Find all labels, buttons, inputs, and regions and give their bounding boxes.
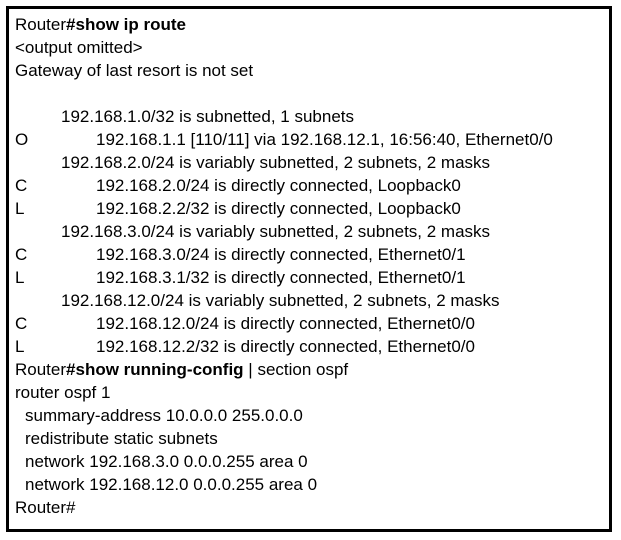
route-entry-text: 192.168.1.1 [110/11] via 192.168.12.1, 1… [96, 130, 553, 149]
command-line: Router#show ip route [15, 13, 607, 36]
command-text: #show ip route [66, 15, 186, 34]
prompt-text: Router# [15, 498, 76, 517]
console-output-panel: Router#show ip route <output omitted> Ga… [6, 6, 612, 532]
route-code: C [15, 176, 28, 195]
route-code: C [15, 245, 28, 264]
route-summary-line: 192.168.12.0/24 is variably subnetted, 2… [15, 289, 607, 312]
config-line: network 192.168.12.0 0.0.0.255 area 0 [15, 473, 607, 496]
route-entry-line: L 192.168.2.2/32 is directly connected, L… [15, 197, 607, 220]
route-code: C [15, 314, 28, 333]
route-code: L [15, 268, 25, 287]
route-entry-line: L 192.168.12.2/32 is directly connected, … [15, 335, 607, 358]
command-text: #show running-config [66, 360, 244, 379]
command-suffix-text: | section ospf [243, 360, 349, 379]
config-text: network 192.168.12.0 0.0.0.255 area 0 [25, 475, 318, 494]
output-text: <output omitted> [15, 38, 143, 57]
prompt-text: Router [15, 15, 67, 34]
route-code: L [15, 337, 25, 356]
config-text: network 192.168.3.0 0.0.0.255 area 0 [25, 452, 308, 471]
config-line: summary-address 10.0.0.0 255.0.0.0 [15, 404, 607, 427]
command-line: Router#show running-config | section osp… [15, 358, 607, 381]
route-entry-text: 192.168.3.0/24 is directly connected, Et… [96, 245, 466, 264]
route-summary-line: 192.168.1.0/32 is subnetted, 1 subnets [15, 105, 607, 128]
route-code: O [15, 130, 29, 149]
route-summary-text: 192.168.3.0/24 is variably subnetted, 2 … [61, 222, 491, 241]
route-entry-text: 192.168.12.0/24 is directly connected, E… [96, 314, 475, 333]
route-summary-line: 192.168.3.0/24 is variably subnetted, 2 … [15, 220, 607, 243]
config-line: router ospf 1 [15, 381, 607, 404]
route-entry-text: 192.168.12.2/32 is directly connected, E… [96, 337, 475, 356]
config-text: redistribute static subnets [25, 429, 218, 448]
output-line: Gateway of last resort is not set [15, 59, 607, 82]
route-entry-line: L 192.168.3.1/32 is directly connected, E… [15, 266, 607, 289]
blank-line [15, 82, 607, 105]
route-entry-text: 192.168.2.2/32 is directly connected, Lo… [96, 199, 461, 218]
prompt-text: Router [15, 360, 67, 379]
route-entry-text: 192.168.3.1/32 is directly connected, Et… [96, 268, 466, 287]
route-entry-text: 192.168.2.0/24 is directly connected, Lo… [96, 176, 461, 195]
route-summary-text: 192.168.12.0/24 is variably subnetted, 2… [61, 291, 500, 310]
route-summary-text: 192.168.2.0/24 is variably subnetted, 2 … [61, 153, 491, 172]
output-text: Gateway of last resort is not set [15, 61, 254, 80]
route-entry-line: C 192.168.12.0/24 is directly connected, … [15, 312, 607, 335]
route-summary-text: 192.168.1.0/32 is subnetted, 1 subnets [61, 107, 355, 126]
route-entry-line: O 192.168.1.1 [110/11] via 192.168.12.1, … [15, 128, 607, 151]
config-line: network 192.168.3.0 0.0.0.255 area 0 [15, 450, 607, 473]
config-line: redistribute static subnets [15, 427, 607, 450]
route-summary-line: 192.168.2.0/24 is variably subnetted, 2 … [15, 151, 607, 174]
output-line: <output omitted> [15, 36, 607, 59]
route-code: L [15, 199, 25, 218]
route-entry-line: C 192.168.3.0/24 is directly connected, E… [15, 243, 607, 266]
config-text: summary-address 10.0.0.0 255.0.0.0 [25, 406, 303, 425]
route-entry-line: C 192.168.2.0/24 is directly connected, L… [15, 174, 607, 197]
config-text: router ospf 1 [15, 383, 111, 402]
prompt-line: Router# [15, 496, 607, 519]
